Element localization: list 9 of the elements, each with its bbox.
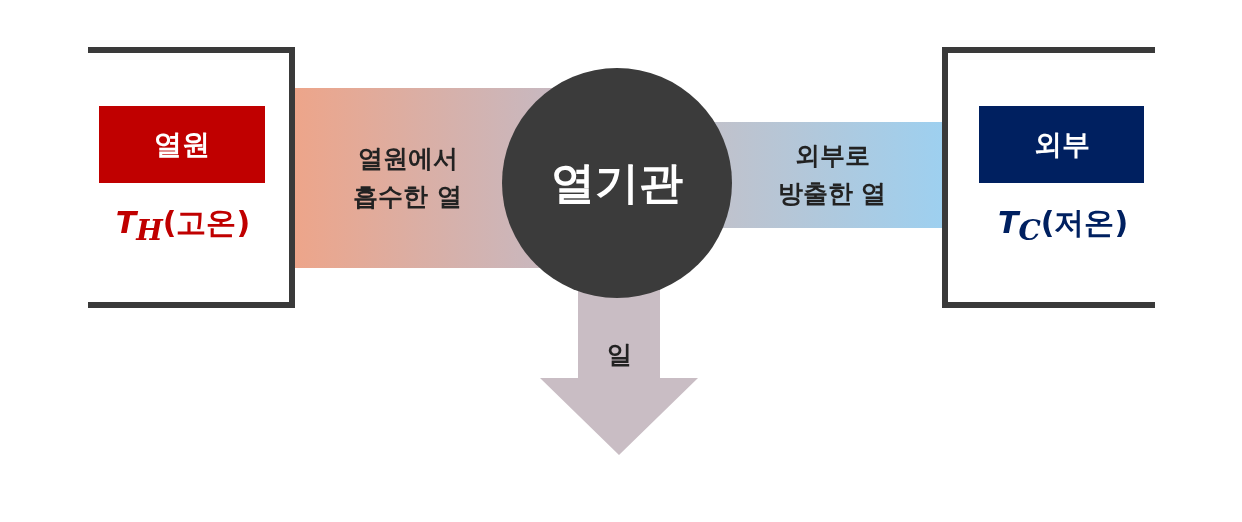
edge-label: 외부로 방출한 열 (776, 140, 888, 210)
edge-label: 일 (605, 339, 633, 371)
reservoir-frame (88, 47, 295, 308)
label-box: 열원 (99, 106, 265, 183)
arrow (540, 290, 698, 455)
edge-label: 열원에서 흡수한 열 (352, 143, 463, 213)
engine-circle: 열기관 (502, 68, 732, 298)
label-box: 외부 (979, 106, 1144, 183)
reservoir-frame (942, 47, 1155, 308)
